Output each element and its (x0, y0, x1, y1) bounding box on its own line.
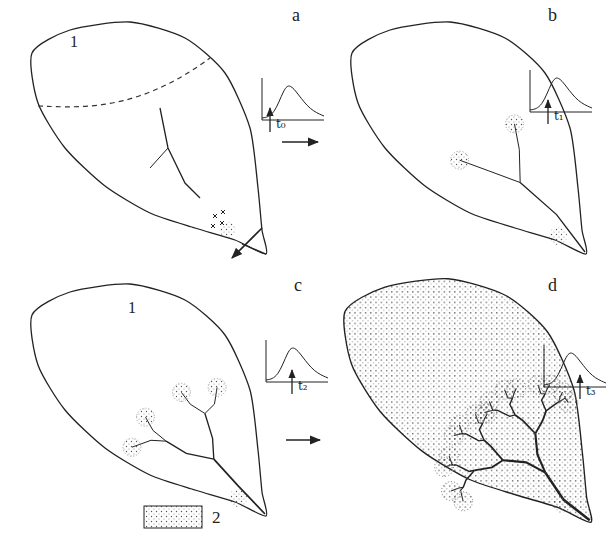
axes (266, 340, 328, 382)
hydrograph-curve (266, 348, 328, 380)
saturated-zone (559, 393, 578, 412)
time-label: t₃ (586, 385, 596, 397)
zone-number: 1 (70, 34, 78, 50)
stream-channel (160, 108, 200, 198)
watershed-panel (31, 284, 267, 516)
sequence-arrow (282, 141, 318, 143)
seep-mark (221, 210, 225, 214)
hydrograph-inset (530, 70, 592, 124)
time-arrow (579, 375, 580, 399)
stream-channel (463, 470, 474, 487)
saturated-zone (552, 494, 571, 513)
sequence-arrow (286, 439, 320, 441)
hydrograph-curve (262, 86, 324, 118)
watershed-outline (31, 284, 267, 516)
stream-channel (205, 414, 214, 460)
hydrograph-inset (266, 340, 328, 394)
stream-channel (535, 434, 545, 473)
hydrograph-inset (544, 345, 606, 399)
stream-channel (460, 160, 521, 182)
time-label: t₀ (276, 118, 286, 130)
stream-channel (457, 465, 475, 471)
saturated-zone (172, 383, 190, 401)
divide-line (38, 58, 210, 107)
watershed-outline (31, 22, 267, 254)
stream-channel (166, 441, 214, 459)
saturated-zone (208, 378, 226, 396)
time-arrow (269, 108, 270, 132)
hydrograph-curve (544, 353, 606, 385)
hydrograph-inset (262, 78, 324, 132)
axes (544, 345, 606, 387)
watershed-panel (344, 279, 592, 523)
stream-channel (515, 415, 535, 434)
axes (262, 78, 324, 120)
watershed-panel (31, 22, 267, 254)
time-arrow (547, 100, 548, 124)
saturated-zone (480, 392, 499, 411)
hydrograph-curve (530, 78, 592, 110)
saturated-zone (137, 408, 155, 426)
stream-channel (545, 473, 589, 521)
watershed-outline (344, 279, 592, 523)
stream-channel (474, 460, 502, 470)
time-arrow (291, 370, 292, 394)
seep-mark (211, 224, 215, 228)
stream-channel (535, 411, 546, 434)
stream-channel (503, 460, 545, 472)
time-label: t₂ (298, 380, 308, 392)
stream-channel (510, 398, 515, 415)
zone-number: 1 (128, 300, 136, 316)
legend-label: 2 (212, 509, 221, 526)
seep-mark (213, 214, 217, 218)
panel-letter: c (294, 276, 302, 294)
saturated-zone (505, 115, 523, 133)
stream-channel (520, 183, 585, 252)
panel-letter: b (548, 6, 557, 24)
saturated-zone (549, 227, 567, 245)
stream-channel (214, 459, 265, 514)
saturated-zone (451, 151, 469, 169)
time-label: t₁ (554, 110, 564, 122)
saturated-zone (220, 222, 236, 238)
saturated-zone (450, 415, 469, 434)
stream-channel (150, 148, 168, 168)
saturated-zone (442, 482, 461, 501)
watershed-panel (351, 22, 587, 254)
saturated-zone (440, 447, 459, 466)
sequence-arrow (232, 228, 262, 258)
axes (530, 70, 592, 112)
saturated-zone (229, 489, 247, 507)
panel-letter: d (548, 276, 557, 294)
watershed-outline (351, 22, 587, 254)
stream-channel (546, 402, 559, 411)
legend-swatch (144, 506, 202, 528)
saturated-zone (123, 438, 141, 456)
stream-channel (484, 440, 503, 460)
saturated-zone (507, 379, 526, 398)
panel-letter: a (292, 6, 300, 24)
stream-channel (479, 423, 484, 440)
stream-channel (542, 394, 547, 411)
